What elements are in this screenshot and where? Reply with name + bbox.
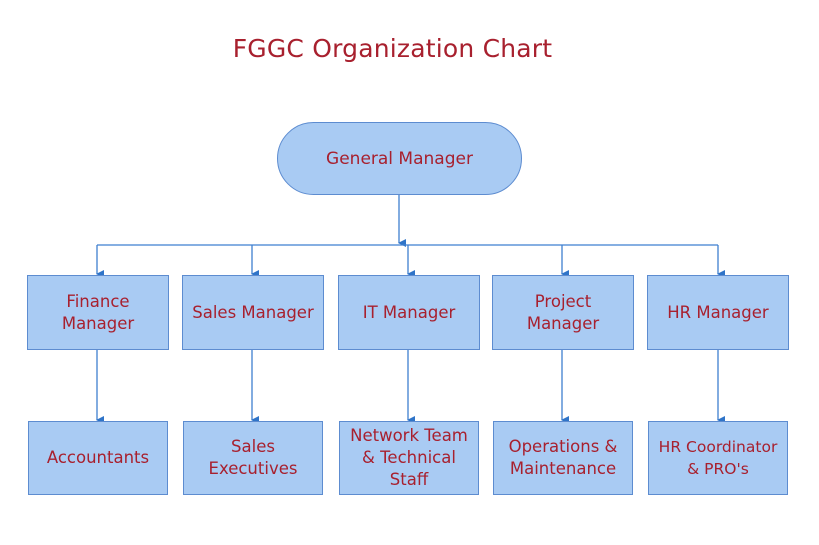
hr-manager-node: HR Manager — [647, 275, 789, 350]
accountants-node: Accountants — [28, 421, 168, 495]
finance-manager-node: Finance Manager — [27, 275, 169, 350]
project-manager-node: Project Manager — [492, 275, 634, 350]
hr-coordinator-node: HR Coordinator & PRO's — [648, 421, 788, 495]
sales-manager-node: Sales Manager — [182, 275, 324, 350]
network-team-node: Network Team & Technical Staff — [339, 421, 479, 495]
general-manager-node: General Manager — [277, 122, 522, 195]
it-manager-node: IT Manager — [338, 275, 480, 350]
operations-maintenance-node: Operations & Maintenance — [493, 421, 633, 495]
chart-title: FGGC Organization Chart — [232, 34, 553, 63]
sales-executives-node: Sales Executives — [183, 421, 323, 495]
